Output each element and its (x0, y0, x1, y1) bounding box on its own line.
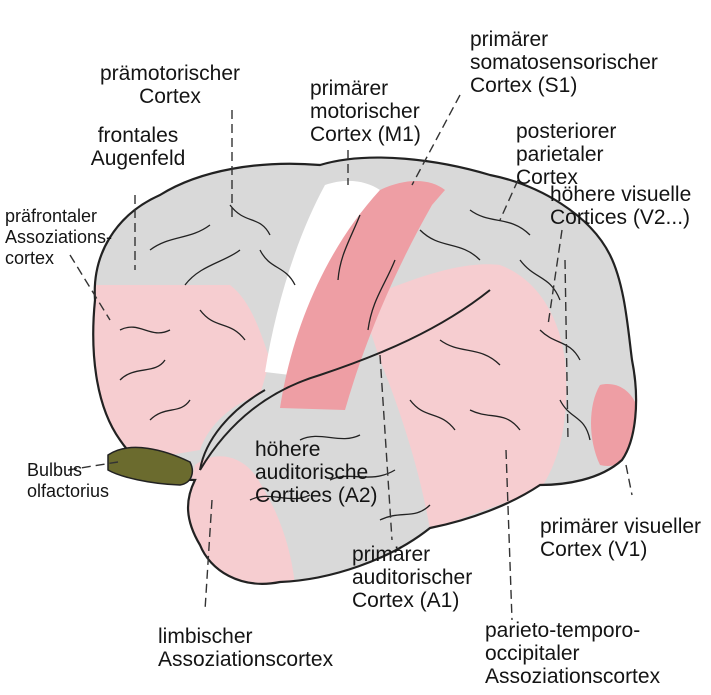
region-parieto-temporo-occipital (360, 264, 567, 530)
label-higher-auditory-cortices: höhere auditorische Cortices (A2) (255, 438, 378, 507)
leader-lines (67, 94, 633, 621)
label-frontal-eye-field: frontales Augenfeld (90, 124, 186, 170)
olfactory-bulb-shape (107, 446, 193, 486)
label-prefrontal-association: präfrontaler Assoziations- cortex (5, 206, 113, 268)
cortex (92, 156, 638, 585)
label-olfactory-bulb: Bulbus olfactorius (27, 460, 110, 501)
label-parieto-temporo-occipital-association-cortex: parieto-temporo- occipitaler Assoziation… (485, 619, 661, 688)
label-higher-visual-cortices: höhere visuelle Cortices (V2...) (550, 183, 692, 229)
region-primary-visual (591, 384, 637, 466)
gyri (119, 204, 591, 521)
region-prefrontal-association (93, 285, 270, 470)
label-limbic-association-cortex: limbischer Assoziationscortex (158, 625, 334, 671)
label-primary-somatosensory-cortex: primärer somatosensorischer Cortex (S1) (470, 28, 658, 97)
label-premotor-cortex: prämotorischer Cortex (99, 62, 241, 108)
brain-outline-stroke (92, 156, 638, 585)
label-primary-visual-cortex: primärer visueller Cortex (V1) (540, 515, 702, 561)
temporal-lobe-outline (199, 389, 266, 471)
label-posterior-parietal-cortex: posteriorer parietaler Cortex (516, 120, 617, 189)
region-limbic-association (188, 456, 295, 584)
label-primary-auditory-cortex: primärer auditorischer Cortex (A1) (352, 543, 473, 612)
lateral-sulcus (199, 289, 491, 471)
label-primary-motor-cortex: primärer motorischer Cortex (M1) (310, 77, 421, 146)
region-primary-somatosensory (280, 181, 445, 410)
